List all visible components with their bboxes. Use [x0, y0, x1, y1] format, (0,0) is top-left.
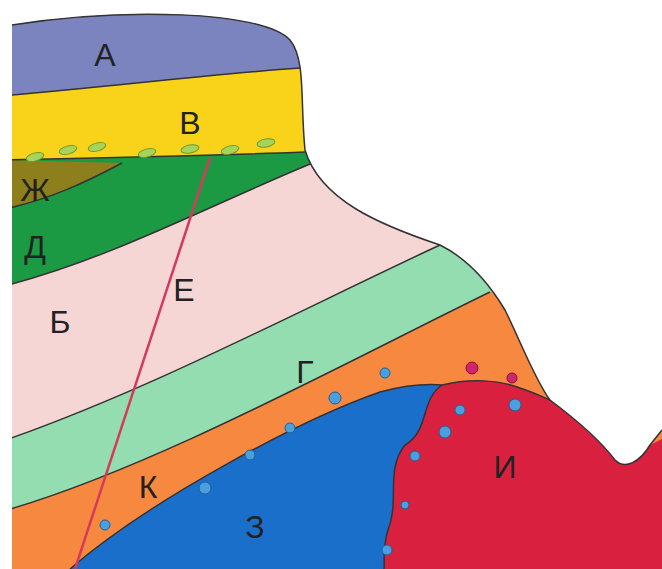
layer-label: А — [94, 39, 115, 71]
layer-d — [0, 0, 662, 287]
layer-b — [0, 0, 662, 442]
layer-label: Д — [24, 231, 46, 263]
fault-line — [75, 158, 210, 569]
blue-clasts — [100, 368, 521, 555]
magenta-clasts — [466, 362, 517, 383]
layer-zh — [0, 160, 122, 210]
layer-v — [0, 0, 662, 160]
layer-label: И — [494, 451, 517, 483]
layer-label: Б — [50, 306, 71, 338]
layer-label: Г — [296, 356, 313, 388]
layer-label: З — [245, 511, 264, 543]
layer-i — [384, 381, 662, 569]
layer-label: В — [179, 107, 200, 139]
pebbles — [25, 137, 275, 163]
layer-label: К — [139, 471, 158, 503]
surface-profile — [12, 14, 662, 464]
layer-label: Е — [173, 274, 194, 306]
layer-a — [0, 0, 662, 96]
layer-label: Ж — [20, 174, 50, 206]
boundaries — [0, 68, 550, 569]
